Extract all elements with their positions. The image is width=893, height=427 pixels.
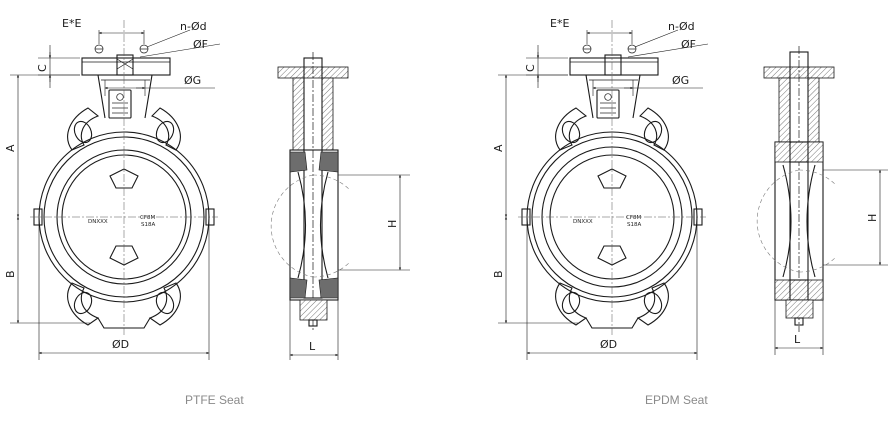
epdm-front-view: DNXXX CF8M S18A [518, 20, 706, 335]
epdm-nameplate [596, 89, 620, 119]
epdm-dim-b: B [492, 270, 505, 278]
ptfe-front-dimensions: E*E n-Ød ØF C ØG A B [4, 17, 221, 360]
ptfe-dim-c: C [36, 64, 49, 72]
ptfe-material-mark-1: CF8M [140, 215, 156, 221]
epdm-disc-hub-bottom [597, 245, 627, 266]
epdm-caption: EPDM Seat [645, 393, 708, 407]
ptfe-material-mark-2: S18A [141, 222, 155, 228]
ptfe-dim-h: H [386, 220, 399, 228]
ptfe-dim-l: L [309, 340, 316, 353]
ptfe-side-view: H L [270, 52, 410, 360]
epdm-dim-a: A [492, 144, 505, 152]
ptfe-disc-hub-bottom [109, 245, 139, 266]
epdm-material-mark-2: S18A [627, 222, 641, 228]
ptfe-top-flange [81, 57, 171, 76]
ptfe-dim-d: ØD [112, 338, 129, 351]
ptfe-view: DNXXX CF8M S18A E*E n-Ød ØF [4, 17, 410, 407]
ptfe-front-view: DNXXX CF8M S18A [30, 20, 218, 335]
epdm-dn-mark: DNXXX [573, 219, 593, 225]
ptfe-caption: PTFE Seat [185, 393, 244, 407]
ptfe-nameplate [108, 89, 132, 119]
epdm-stem-top [604, 54, 622, 76]
epdm-dim-nd: n-Ød [668, 20, 695, 33]
ptfe-dim-a: A [4, 144, 17, 152]
epdm-dim-f: ØF [681, 38, 696, 51]
epdm-dim-c: C [524, 64, 537, 72]
ptfe-disc-hub-top [109, 168, 139, 189]
epdm-top-flange [569, 57, 659, 76]
epdm-disc-hub-top [597, 168, 627, 189]
ptfe-stem-top [116, 54, 134, 76]
epdm-side-view: H L [756, 46, 888, 355]
epdm-dim-ee: E*E [550, 17, 569, 30]
epdm-front-dimensions: E*E n-Ød ØF C ØG A B ØD [492, 17, 709, 360]
epdm-material-mark-1: CF8M [626, 215, 642, 221]
epdm-view: DNXXX CF8M S18A E*E n-Ød ØF C [492, 17, 888, 407]
ptfe-dim-b: B [4, 270, 17, 278]
epdm-dim-d: ØD [600, 338, 617, 351]
ptfe-dim-g: ØG [184, 74, 201, 87]
ptfe-dn-mark: DNXXX [88, 219, 108, 225]
ptfe-dim-ee: E*E [62, 17, 81, 30]
ptfe-dim-nd: n-Ød [180, 20, 207, 33]
epdm-dim-g: ØG [672, 74, 689, 87]
ptfe-dim-f: ØF [193, 38, 208, 51]
epdm-dim-h: H [866, 214, 879, 222]
epdm-dim-l: L [794, 333, 801, 346]
